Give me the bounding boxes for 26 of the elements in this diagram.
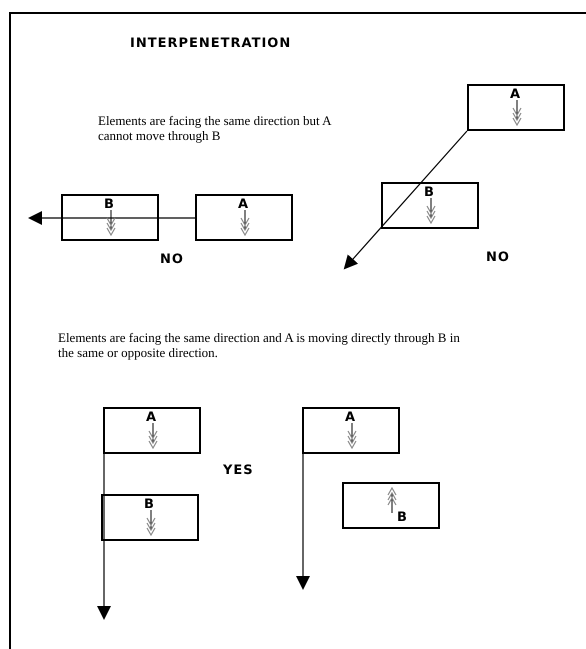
element-letter: B <box>144 498 154 511</box>
element-box <box>103 407 201 454</box>
element-letter: A <box>345 411 356 424</box>
element-box <box>61 194 159 241</box>
element-letter: A <box>238 198 248 211</box>
description-text: Elements are facing the same direction but A cannot move through B <box>98 113 332 143</box>
verdict-label: NO <box>486 250 510 265</box>
element-box <box>195 194 293 241</box>
motion-arrow <box>296 454 310 590</box>
element-letter: B <box>397 511 407 524</box>
motion-arrow <box>28 211 195 225</box>
title: INTERPENETRATION <box>130 36 292 51</box>
element-box <box>302 407 400 454</box>
motion-arrow <box>97 454 111 620</box>
element-box <box>342 482 440 529</box>
verdict-label: YES <box>223 463 254 478</box>
element-box <box>467 84 565 131</box>
verdict-label: NO <box>160 252 184 267</box>
element-box <box>101 494 199 541</box>
description-text: Elements are facing the same direction and A is moving directly through B in the same or opposite direction. <box>58 330 461 360</box>
element-letter: A <box>146 411 156 424</box>
element-letter: B <box>424 186 434 199</box>
motion-arrow <box>344 130 468 270</box>
element-box <box>381 182 479 229</box>
element-letter: B <box>104 198 114 211</box>
element-letter: A <box>510 88 520 101</box>
